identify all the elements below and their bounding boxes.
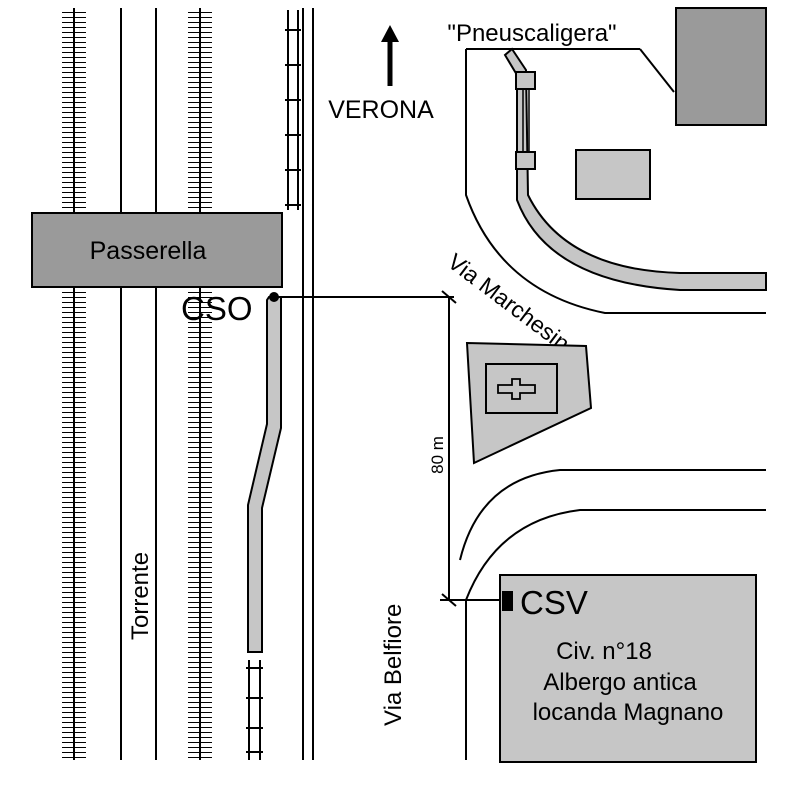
track-node-bottom (515, 151, 536, 170)
station-o-label: CSO (181, 290, 253, 327)
north-label: VERONA (328, 96, 434, 124)
company-leader-line (639, 48, 675, 93)
track-node-top (515, 71, 536, 90)
street-belfiore-label: Via Belfiore (380, 604, 407, 726)
small-building (575, 149, 651, 200)
railway-top (285, 10, 301, 210)
road-south-curve-1 (459, 469, 766, 561)
railway-bottom (246, 660, 263, 760)
building-number: Civ. n°18 (556, 638, 652, 665)
company-building (675, 7, 767, 126)
distance-label: 80 m (428, 436, 447, 474)
north-arrow-icon (381, 25, 399, 86)
cross-icon (497, 378, 536, 400)
station-o-marker (269, 292, 279, 302)
building-name-line1: Albergo antica (543, 669, 697, 696)
building-name-line2: locanda Magnano (533, 699, 724, 726)
canal-path (247, 296, 282, 653)
footbridge-label: Passerella (90, 237, 207, 265)
gray-track (503, 47, 767, 291)
station-v-label: CSV (520, 584, 588, 621)
station-v-marker (502, 591, 513, 611)
company-label: "Pneuscaligera" (447, 20, 616, 47)
road-south-curve-2 (465, 509, 766, 760)
hotel-building (499, 574, 757, 763)
road-north-curve (465, 49, 766, 314)
footbridge (31, 212, 283, 288)
river-label: Torrente (127, 552, 154, 640)
